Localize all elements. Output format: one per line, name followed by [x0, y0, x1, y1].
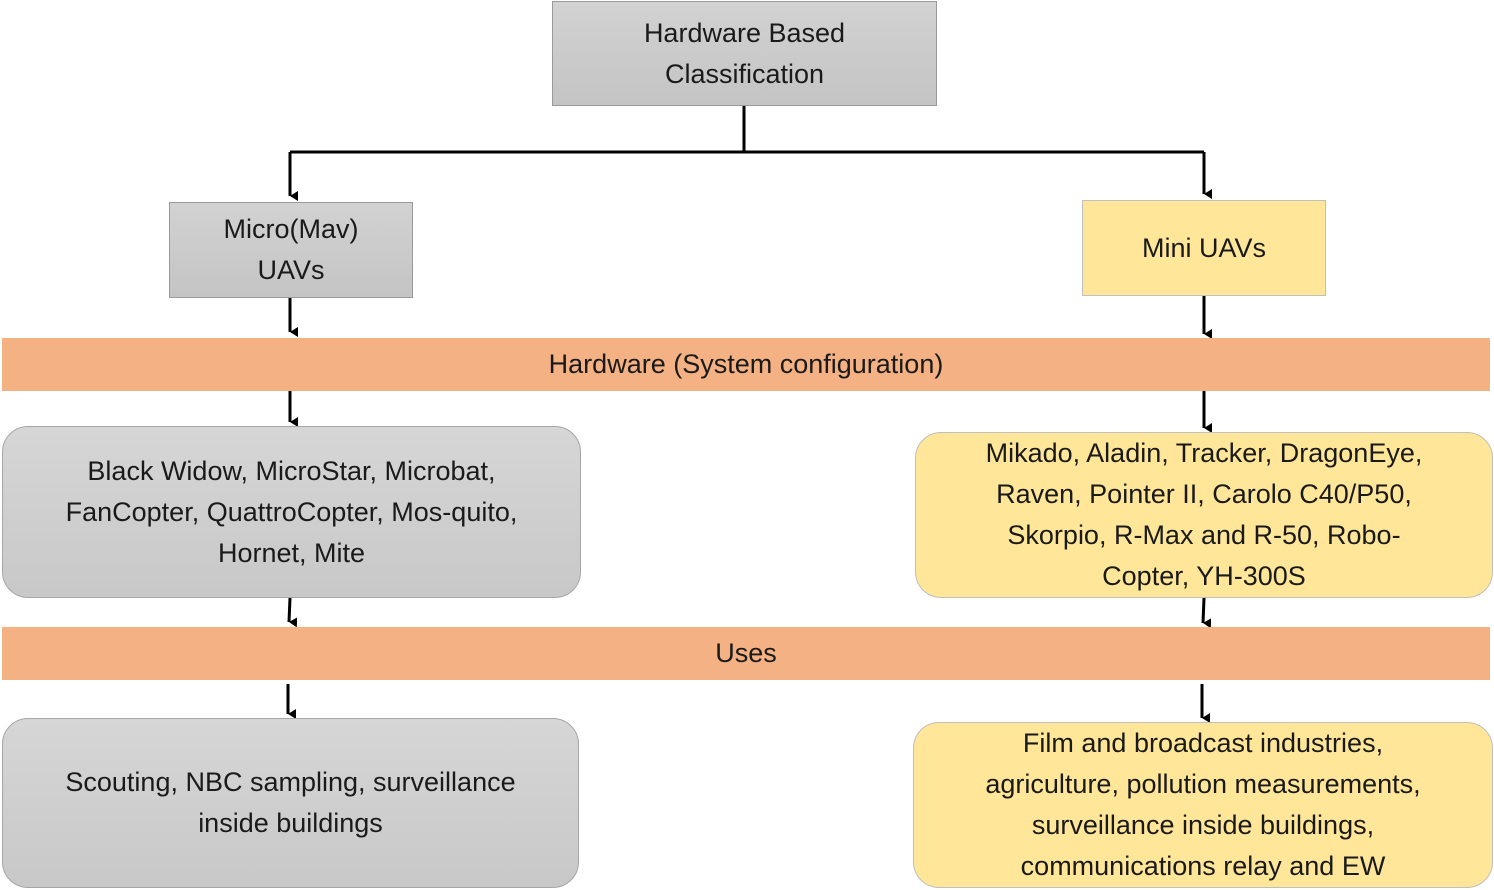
- uses-band-label: Uses: [715, 638, 777, 668]
- arrow-micro-list-to-uses: [287, 597, 298, 628]
- uses-band: Uses: [2, 627, 1490, 680]
- mini-uses-list: Film and broadcast industries, agricultu…: [913, 722, 1493, 888]
- micro-uav-node: Micro(Mav) UAVs: [169, 202, 413, 298]
- mini-hardware-text: Mikado, Aladin, Tracker, DragonEye, Rave…: [985, 438, 1423, 591]
- micro-uav-label: Micro(Mav) UAVs: [223, 214, 359, 285]
- hardware-band-label: Hardware (System configuration): [548, 349, 944, 379]
- mini-uses-text: Film and broadcast industries, agricultu…: [985, 728, 1421, 881]
- mini-uav-label: Mini UAVs: [1141, 232, 1267, 263]
- micro-uses-text: Scouting, NBC sampling, surveillance ins…: [65, 767, 516, 838]
- micro-uses-list: Scouting, NBC sampling, surveillance ins…: [2, 718, 579, 888]
- root-node: Hardware Based Classification: [552, 1, 937, 106]
- hardware-band: Hardware (System configuration): [2, 338, 1490, 391]
- mini-uav-node: Mini UAVs: [1082, 200, 1326, 296]
- micro-hardware-text: Black Widow, MicroStar, Microbat, FanCop…: [65, 455, 518, 568]
- mini-hardware-list: Mikado, Aladin, Tracker, DragonEye, Rave…: [915, 432, 1493, 598]
- root-label: Hardware Based Classification: [643, 17, 846, 89]
- micro-hardware-list: Black Widow, MicroStar, Microbat, FanCop…: [2, 426, 581, 598]
- arrow-mini-list-to-uses: [1201, 597, 1212, 629]
